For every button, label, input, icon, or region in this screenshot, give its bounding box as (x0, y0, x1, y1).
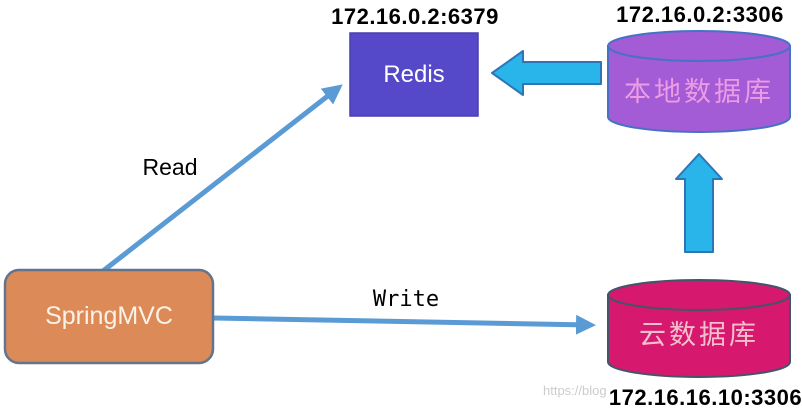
cloud-db-cylinder-top (607, 279, 791, 311)
left-block-arrow-icon (491, 50, 602, 96)
up-block-arrow-icon (675, 153, 723, 253)
write-arrow-icon (213, 314, 596, 335)
springmvc-node-label: SpringMVC (45, 302, 173, 330)
redis-address-label: 172.16.0.2:6379 (331, 4, 499, 29)
read-edge-label: Read (142, 153, 198, 180)
redis-node-label: Redis (383, 60, 445, 88)
local-db-node-label: 本地数据库 (624, 76, 774, 108)
cloud-db-node-label: 云数据库 (639, 319, 759, 351)
read-arrow-icon (101, 84, 343, 273)
local-db-cylinder-top (607, 30, 791, 62)
cloud-db-address-label: 172.16.16.10:3306 (608, 385, 802, 410)
redis-node-box (349, 32, 479, 117)
springmvc-node-box (3, 268, 215, 365)
watermark: https://blog (543, 382, 607, 398)
cloud-db-cylinder-body (607, 294, 791, 378)
local-db-cylinder (607, 30, 791, 133)
write-edge-label: Write (372, 286, 440, 312)
local-db-address-label: 172.16.0.2:3306 (616, 2, 784, 27)
cloud-db-cylinder (607, 279, 791, 378)
local-db-cylinder-body (607, 45, 791, 133)
